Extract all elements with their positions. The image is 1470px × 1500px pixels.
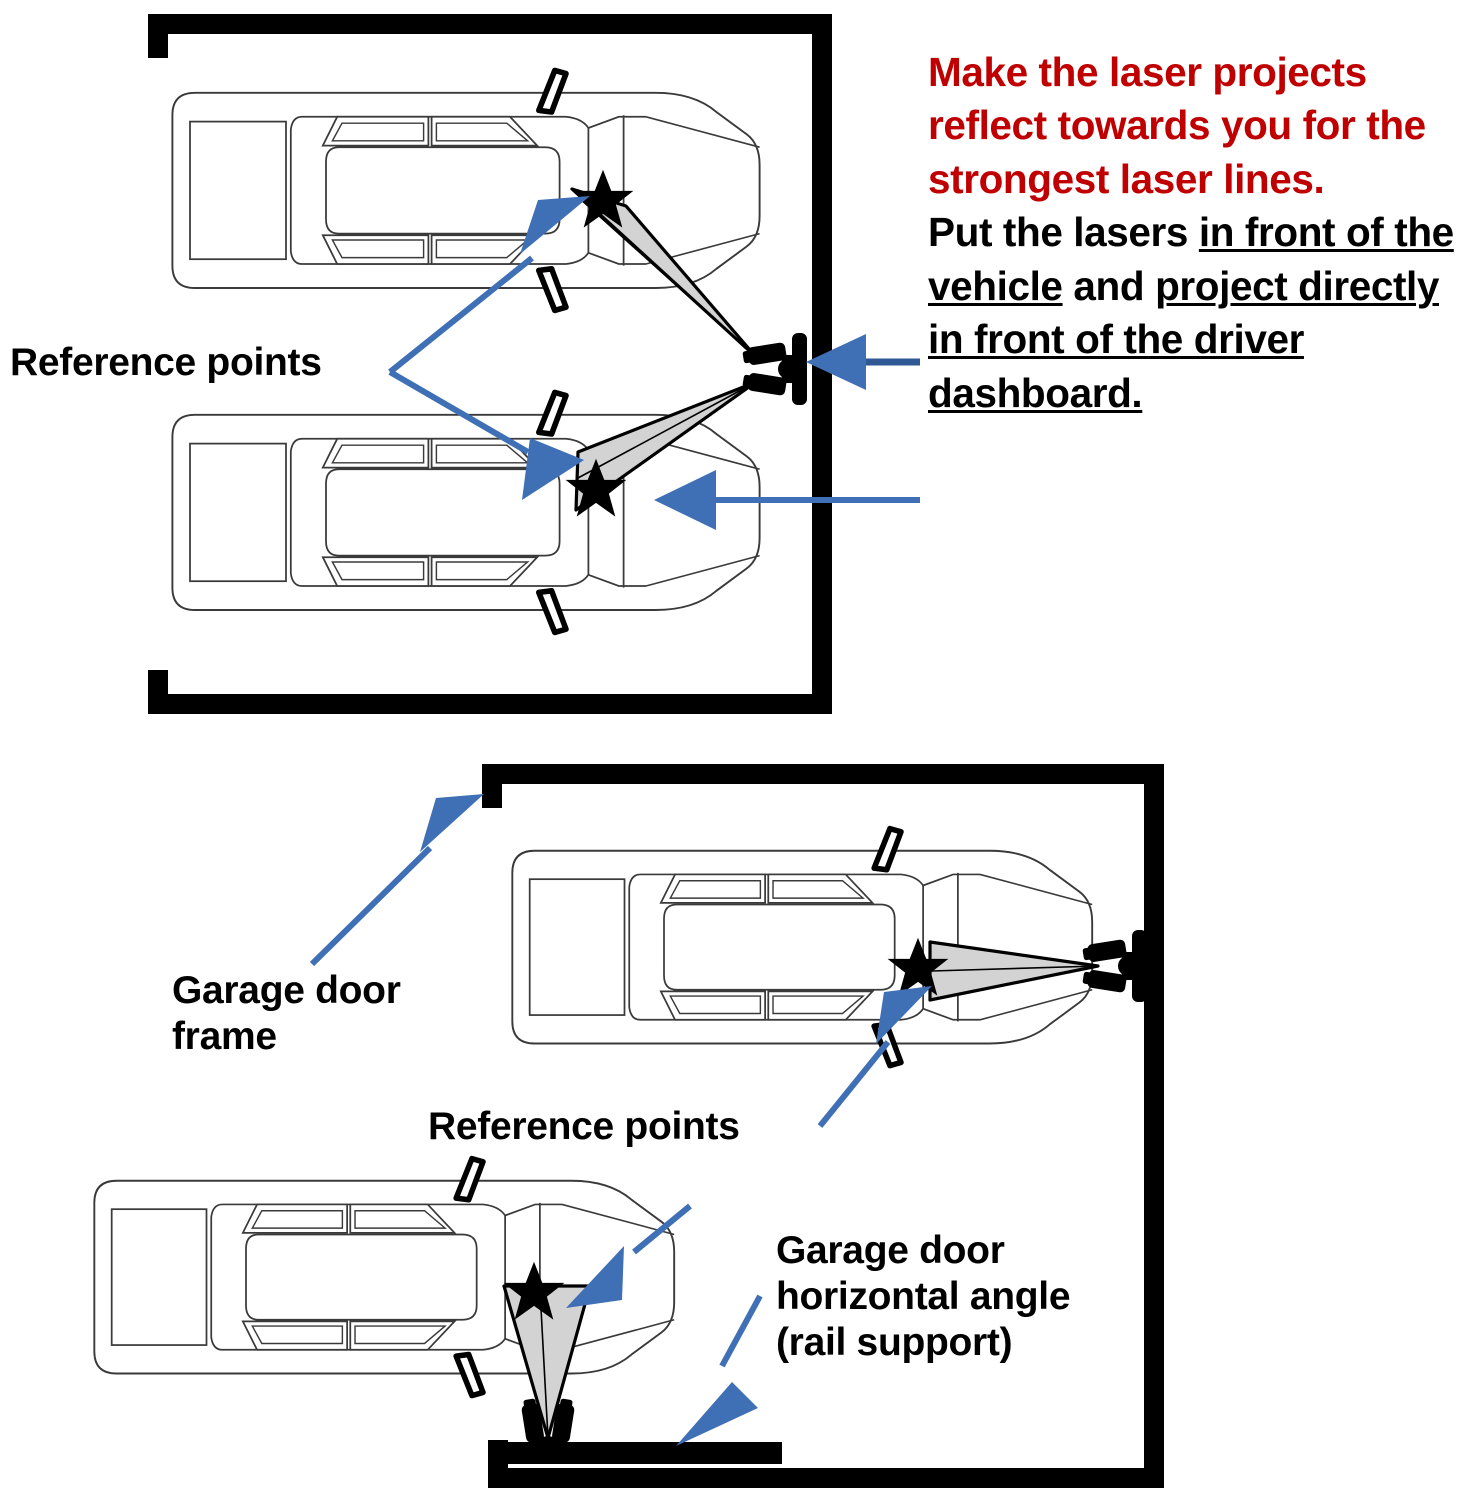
reference-points-label-top: Reference points <box>10 341 322 384</box>
laser-callout-arrow <box>806 334 920 390</box>
bottom-scene <box>94 764 1164 1488</box>
reference-points-leader-bottom <box>817 986 932 1128</box>
reference-points-leader-bottom-2 <box>566 1203 692 1308</box>
garage-door-rail-leader <box>676 1294 763 1446</box>
garage-outline-bottom <box>482 764 1164 1488</box>
note-segment-plain-1: Put the lasers <box>928 209 1199 256</box>
reference-points-leader-top <box>388 196 590 500</box>
reference-points-label-bottom: Reference points <box>428 1105 740 1148</box>
garage-outline-top <box>148 14 832 714</box>
beam-callout-arrow <box>654 470 920 530</box>
garage-door-rail-label: Garage door horizontal angle (rail suppo… <box>776 1229 1071 1365</box>
garage-door-frame-leader <box>309 794 484 967</box>
laser-wall-top <box>741 333 807 405</box>
note-segment-underlined-2: project directly in front of the driver … <box>928 262 1440 416</box>
note-segment-plain-2: and <box>1062 262 1156 309</box>
car-bottom-1 <box>512 829 1092 1066</box>
instruction-warning-text: Make the laser projects reflect towards … <box>928 49 1426 202</box>
top-scene <box>148 14 920 714</box>
note-segment-underlined-1: in front of the vehicle <box>928 209 1454 309</box>
instruction-panel: Make the laser projects reflect towards … <box>928 46 1470 420</box>
instruction-note-text: Put the lasers in front of the vehicle a… <box>928 206 1470 420</box>
car-bottom-2 <box>94 1159 674 1396</box>
garage-door-frame-label: Garage door frame <box>172 969 401 1059</box>
